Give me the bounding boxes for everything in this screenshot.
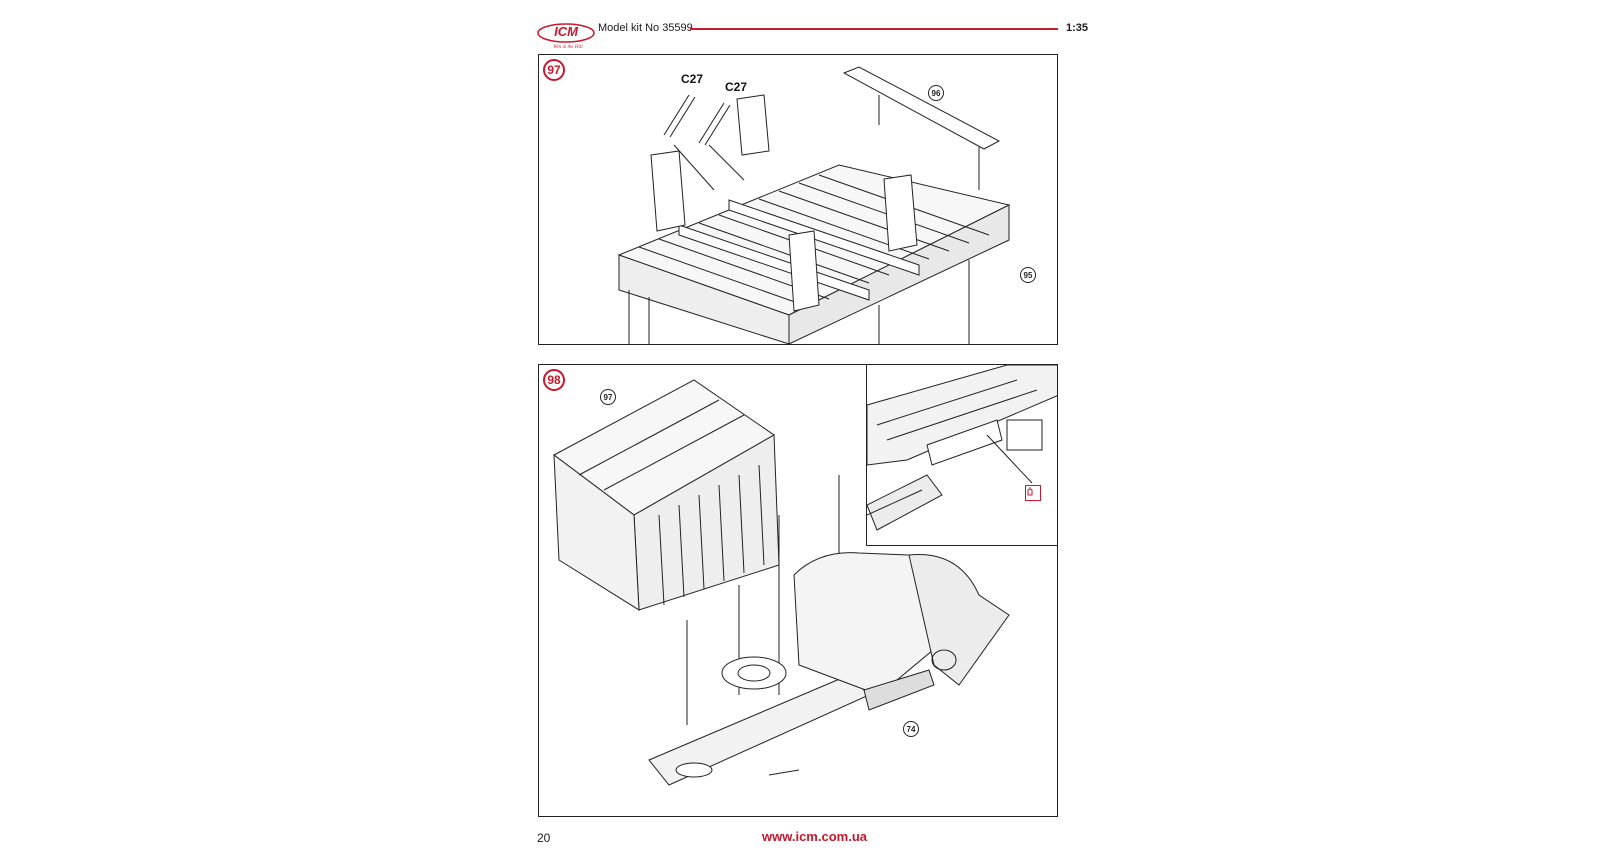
detail-inset	[866, 365, 1057, 546]
logo-brand-text: ICM	[554, 24, 579, 39]
step-98-badge: 98	[543, 369, 565, 391]
step-98-drawing	[553, 379, 1010, 786]
part-label-c27-a: C27	[681, 72, 704, 86]
footer-page-number: 20	[537, 831, 551, 845]
part-label-c27-b: C27	[725, 80, 748, 94]
step-97-badge: 97	[543, 59, 565, 81]
ref-74-circle: 74	[903, 721, 919, 737]
header-scale: 1:35	[1066, 22, 1089, 34]
header-rule	[690, 28, 1058, 30]
detail-inset-drawing	[867, 365, 1057, 531]
header-title: Model kit No 35599	[598, 22, 693, 34]
step-98-panel: 98 97 74	[538, 364, 1058, 817]
ref-96-circle: 96	[928, 85, 944, 101]
footer-url-link[interactable]: www.icm.com.ua	[762, 829, 867, 844]
ref-97-circle: 97	[600, 389, 616, 405]
ref-95-circle: 95	[1020, 267, 1036, 283]
glue-icon	[1025, 485, 1041, 501]
step-97-panel: 97 C27 C27 96 95	[538, 54, 1058, 345]
step-97-drawing	[617, 66, 1011, 344]
logo-tagline: Win in the Hill	[553, 45, 583, 50]
icm-logo: ICM Win in the Hill	[537, 23, 595, 50]
